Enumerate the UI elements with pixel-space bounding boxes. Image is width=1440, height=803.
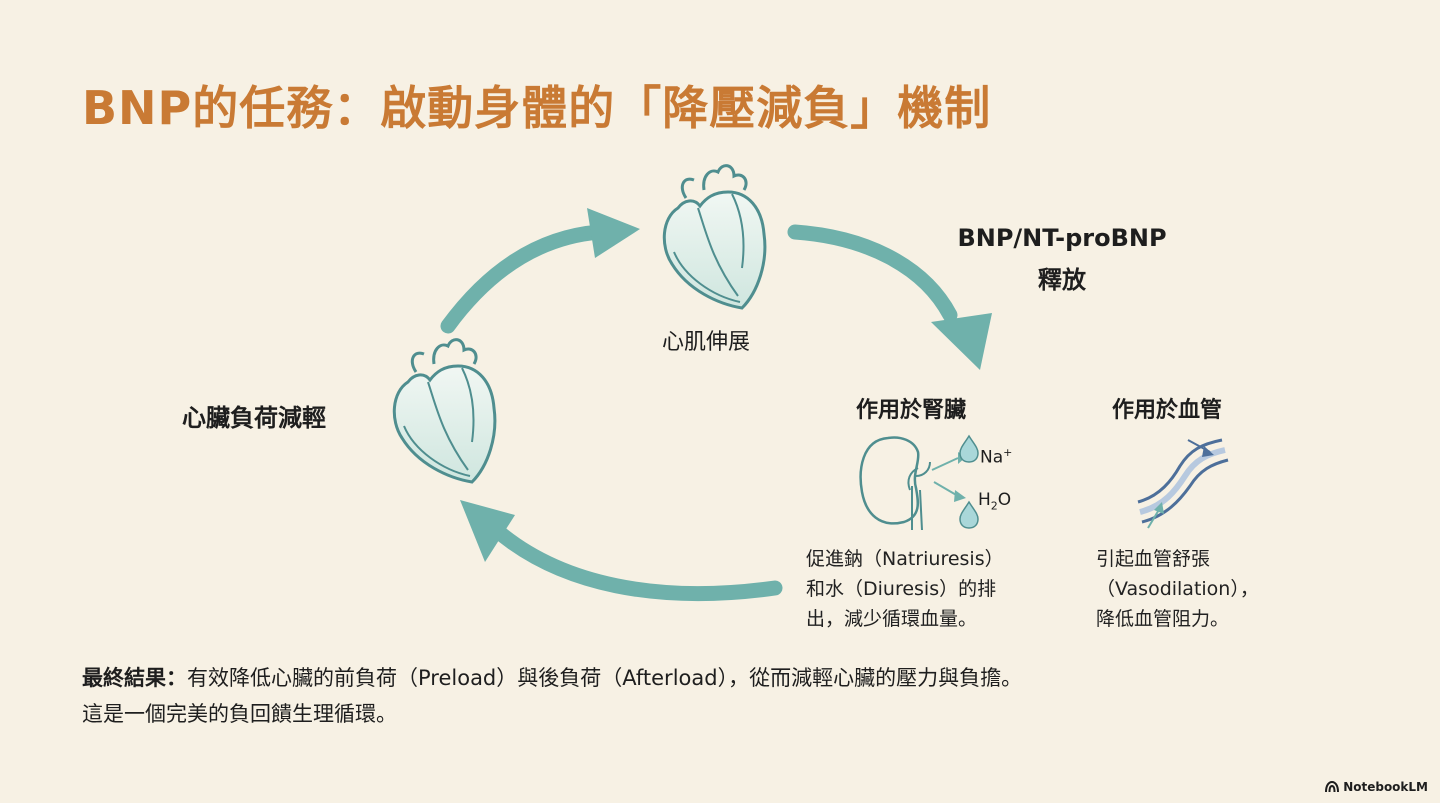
water-label: H2O: [978, 490, 1012, 513]
vessel-description: 引起血管舒張 （Vasodilation）， 降低血管阻力。: [1096, 548, 1259, 630]
kidney-heading: 作用於腎臟: [856, 398, 967, 423]
blood-vessel-icon: [1137, 438, 1229, 529]
sodium-label: Na+: [980, 446, 1013, 468]
result-lead: 最終結果：: [82, 666, 187, 690]
water-drop-icon: [959, 500, 979, 529]
result-line2: 這是一個完美的負回饋生理循環。: [82, 702, 397, 726]
brand-watermark: NotebookLM: [1325, 780, 1428, 794]
stretch-label: 心肌伸展: [662, 330, 751, 355]
relief-label: 心臟負荷減輕: [182, 404, 326, 432]
kidney-output-arrows: [931, 452, 966, 502]
arrow-to-stretch: [440, 208, 640, 334]
vessel-heading: 作用於血管: [1112, 398, 1223, 423]
arrow-to-release: [787, 224, 992, 370]
heart-icon: [662, 164, 767, 310]
water-drop-icon: [959, 434, 979, 463]
kidney-description: 促進鈉（Natriuresis） 和水（Diuresis）的排 出，減少循環血量…: [806, 548, 1004, 630]
release-label-line2: 釋放: [1038, 266, 1086, 294]
result-line1: 有效降低心臟的前負荷（Preload）與後負荷（Afterload），從而減輕心…: [187, 666, 1023, 690]
brand-label: NotebookLM: [1343, 780, 1428, 794]
kidney-icon: [859, 436, 931, 531]
page-title: BNP的任務：啟動身體的「降壓減負」機制: [82, 81, 992, 135]
arrow-to-relief: [460, 500, 783, 602]
notebooklm-logo-icon: [1325, 781, 1340, 793]
heart-icon: [392, 338, 497, 484]
final-result: 最終結果：有效降低心臟的前負荷（Preload）與後負荷（Afterload），…: [82, 660, 1022, 732]
release-label-line1: BNP/NT-proBNP: [957, 224, 1167, 252]
